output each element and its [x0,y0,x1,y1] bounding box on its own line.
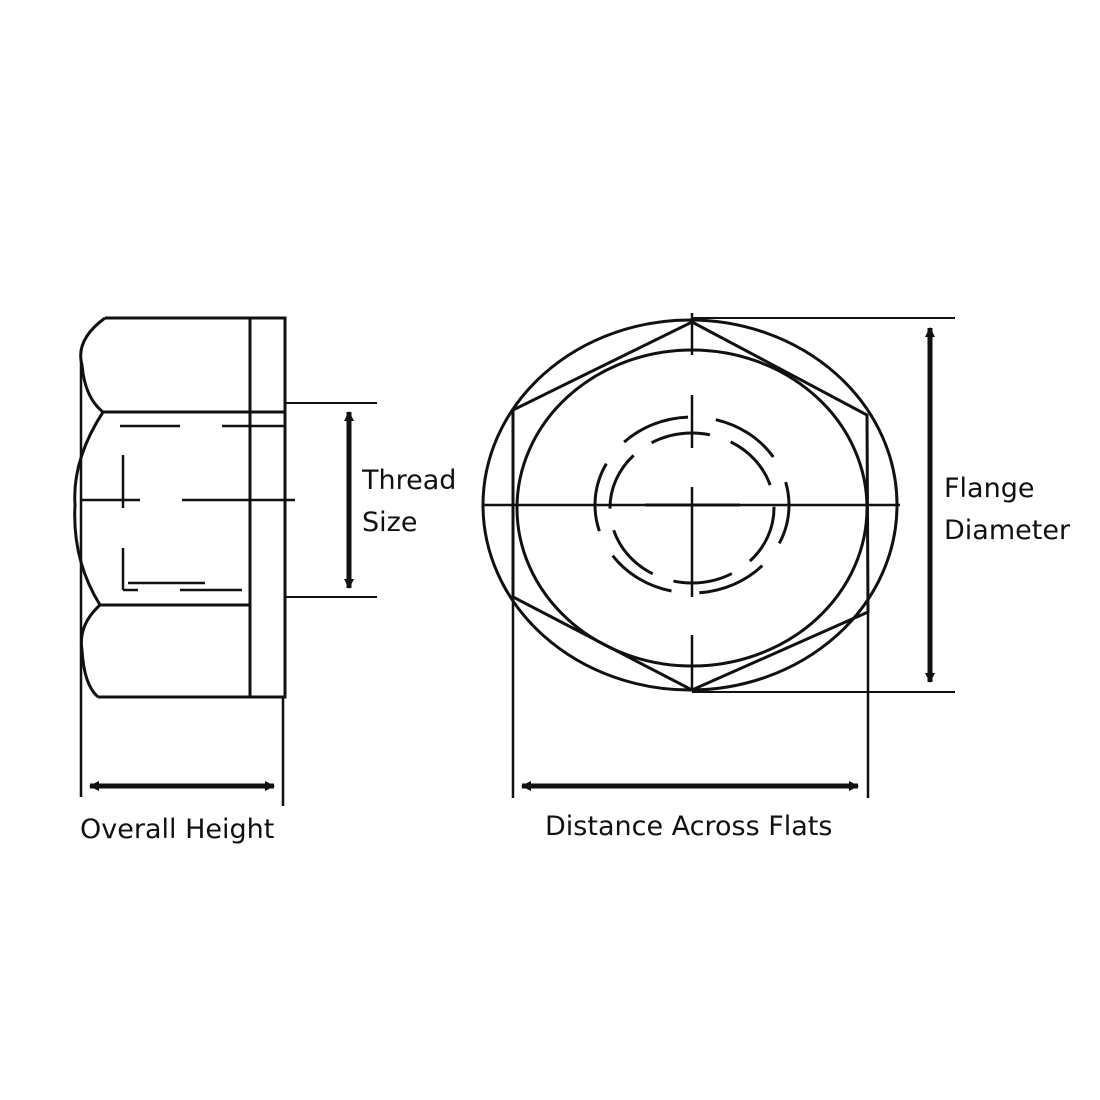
thread-size-label-line1: Thread [362,465,457,496]
distance-across-flats-label: Distance Across Flats [545,811,833,842]
nut-side-view [73,316,377,806]
thread-size-label: Thread Size [362,460,456,544]
flange-diameter-label-line2: Diameter [944,515,1071,546]
thread-size-label-line2: Size [362,507,418,538]
overall-height-label: Overall Height [80,814,275,845]
flange-diameter-label-line1: Flange [944,473,1035,504]
flange-diameter-label: Flange Diameter [944,468,1070,552]
nut-front-view [481,313,955,798]
